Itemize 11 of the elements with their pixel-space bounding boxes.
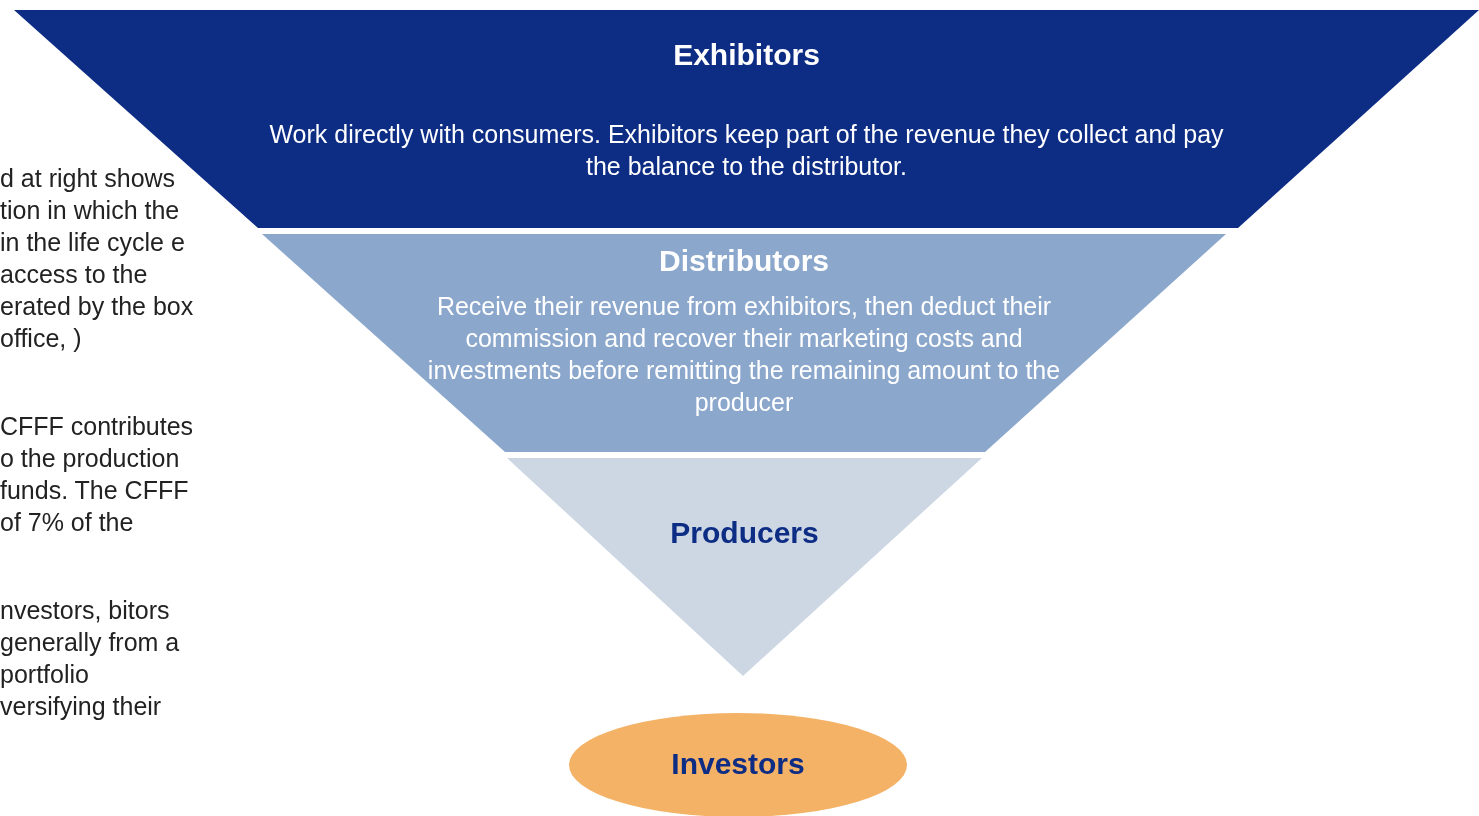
band-description: Receive their revenue from exhibitors, then deduct their commission and recover their marketing costs and investments before remitting the remaining amount to the producer	[426, 291, 1062, 418]
body-paragraph: CFFF contributes o the production funds. The CFFF of 7% of the	[0, 411, 195, 538]
band-description: Work directly with consumers. Exhibitors keep part of the revenue they collect and pay the balance to the distributor.	[268, 119, 1225, 182]
band-title: Distributors	[658, 244, 830, 278]
body-paragraph: d at right shows tion in which the in the life cycle e access to the erated by the box office, )	[0, 163, 195, 354]
triangle-band	[507, 458, 982, 676]
band-title: Exhibitors	[672, 38, 821, 72]
band-title: Investors	[670, 747, 806, 781]
funnel-band	[262, 234, 1226, 452]
band-title: Producers	[669, 516, 820, 550]
body-paragraph: nvestors, bitors generally from a portfolio versifying their	[0, 595, 181, 722]
